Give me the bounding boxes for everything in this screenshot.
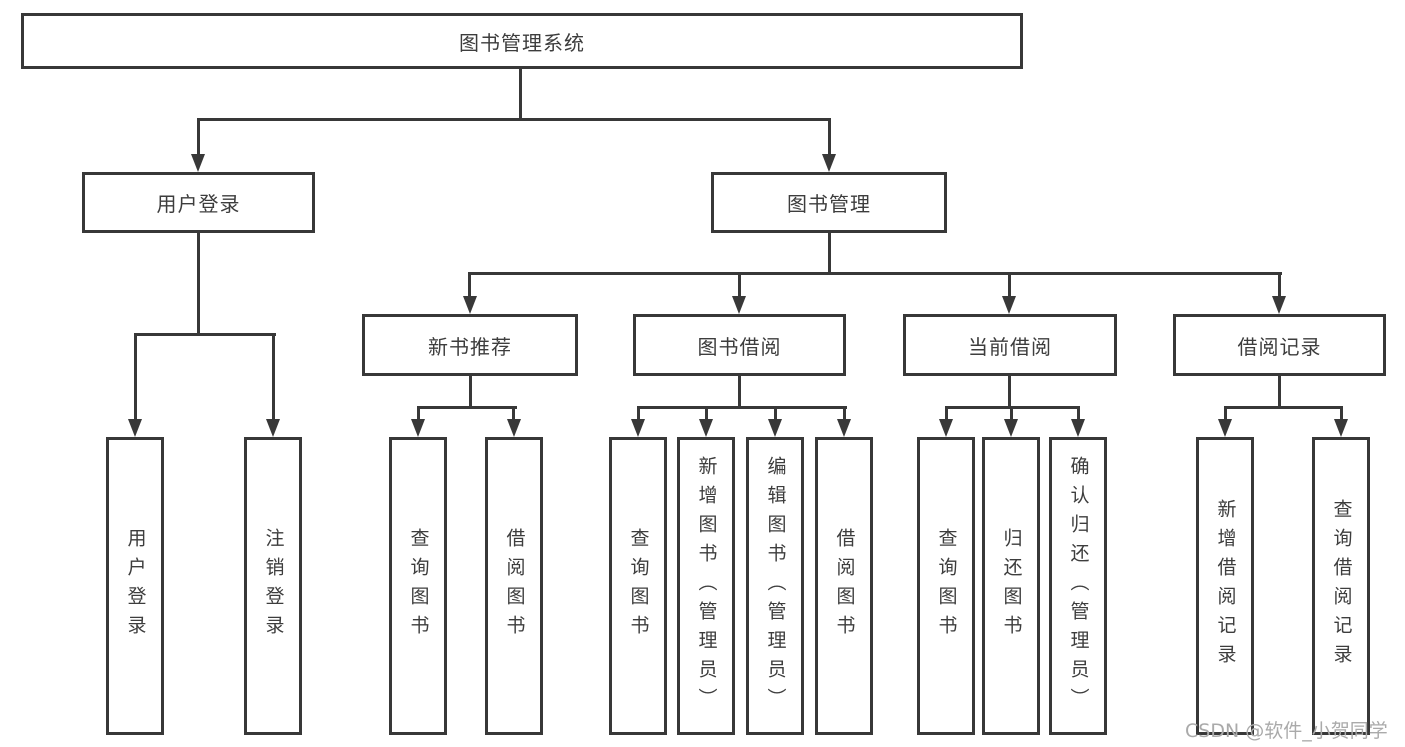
arrowhead-icon [732, 296, 746, 314]
connector-line [738, 376, 741, 409]
connector-line [637, 406, 640, 422]
connector-line [843, 406, 846, 422]
connector-line [774, 406, 777, 422]
connector-line [828, 233, 831, 275]
arrowhead-icon [1334, 419, 1348, 437]
connector-line [272, 333, 275, 421]
arrowhead-icon [191, 154, 205, 172]
connector-line [1008, 376, 1011, 409]
connector-line [519, 69, 522, 120]
connector-line [468, 272, 471, 300]
leaf-borrow-book: 借阅图书 [815, 437, 873, 735]
node-current-borrow: 当前借阅 [903, 314, 1117, 376]
connector-line [945, 406, 948, 422]
connector-line [417, 406, 517, 409]
arrowhead-icon [1272, 296, 1286, 314]
leaf-query-book-current: 查询图书 [917, 437, 975, 735]
arrowhead-icon [699, 419, 713, 437]
arrowhead-icon [939, 419, 953, 437]
arrowhead-icon [463, 296, 477, 314]
leaf-query-book-rec: 查询图书 [389, 437, 447, 735]
arrowhead-icon [507, 419, 521, 437]
connector-line [637, 406, 847, 409]
connector-line [1278, 272, 1281, 300]
connector-line [705, 406, 708, 422]
node-user-login: 用户登录 [82, 172, 315, 233]
arrowhead-icon [1218, 419, 1232, 437]
connector-line [1278, 376, 1281, 409]
connector-line [134, 333, 276, 336]
node-root: 图书管理系统 [21, 13, 1023, 69]
leaf-edit-book-admin: 编辑图书（管理员） [746, 437, 804, 735]
node-borrow-record: 借阅记录 [1173, 314, 1386, 376]
leaf-return-book: 归还图书 [982, 437, 1040, 735]
connector-line [1224, 406, 1227, 422]
arrowhead-icon [128, 419, 142, 437]
connector-line [468, 272, 1282, 275]
connector-line [1010, 406, 1013, 422]
connector-line [1077, 406, 1080, 422]
connector-line [134, 333, 137, 421]
leaf-logout: 注销登录 [244, 437, 302, 735]
arrowhead-icon [1002, 296, 1016, 314]
node-book-mgmt: 图书管理 [711, 172, 947, 233]
arrowhead-icon [768, 419, 782, 437]
connector-line [197, 233, 200, 336]
arrowhead-icon [822, 154, 836, 172]
node-book-borrow: 图书借阅 [633, 314, 846, 376]
arrowhead-icon [266, 419, 280, 437]
arrowhead-icon [1071, 419, 1085, 437]
connector-line [512, 406, 515, 422]
connector-line [469, 376, 472, 409]
connector-line [738, 272, 741, 300]
leaf-user-login: 用户登录 [106, 437, 164, 735]
connector-line [197, 118, 200, 156]
connector-line [1224, 406, 1343, 409]
arrowhead-icon [631, 419, 645, 437]
node-new-book-rec: 新书推荐 [362, 314, 578, 376]
leaf-query-borrow-record: 查询借阅记录 [1312, 437, 1370, 735]
arrowhead-icon [411, 419, 425, 437]
arrowhead-icon [1004, 419, 1018, 437]
csdn-watermark: CSDN @软件_小贺同学 [1185, 720, 1388, 742]
arrowhead-icon [837, 419, 851, 437]
connector-line [197, 118, 831, 121]
connector-line [1008, 272, 1011, 300]
leaf-borrow-book-rec: 借阅图书 [485, 437, 543, 735]
leaf-add-borrow-record: 新增借阅记录 [1196, 437, 1254, 735]
leaf-query-book-borrow: 查询图书 [609, 437, 667, 735]
leaf-confirm-return-admin: 确认归还（管理员） [1049, 437, 1107, 735]
leaf-add-book-admin: 新增图书（管理员） [677, 437, 735, 735]
connector-line [1340, 406, 1343, 422]
connector-line [417, 406, 420, 422]
connector-line [828, 118, 831, 156]
